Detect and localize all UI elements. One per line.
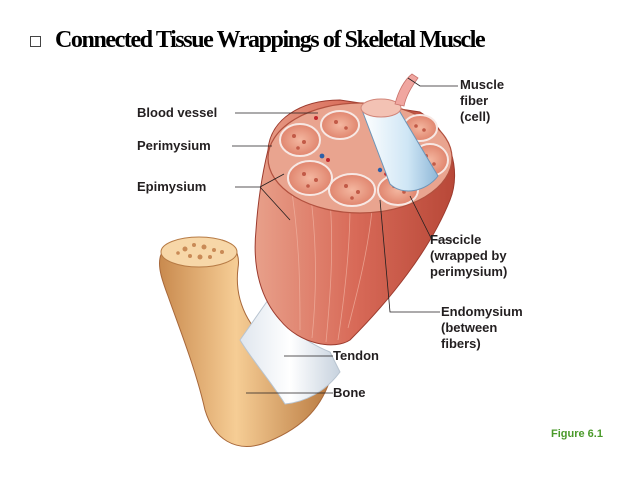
label-epimysium: Epimysium [137, 179, 207, 194]
label-muscle-fiber-line-1: Muscle [460, 77, 505, 92]
label-perimysium: Perimysium [137, 138, 211, 153]
label-tendon: Tendon [333, 348, 379, 363]
label-endomysium: Endomysium (between fibers) [441, 304, 523, 352]
label-fascicle-line-2: (wrapped by [430, 248, 507, 263]
muscle-fiber-shape [360, 73, 439, 192]
label-endomysium-line-1: Endomysium [441, 304, 523, 319]
label-fascicle-line-3: perimysium) [430, 264, 508, 279]
label-fascicle-line-1: Fascicle [430, 232, 482, 247]
bullet-square-icon [30, 36, 41, 47]
title-row: Connected Tissue Wrappings of Skeletal M… [30, 27, 486, 54]
label-endomysium-line-2: (between [441, 320, 498, 335]
slide-title: Connected Tissue Wrappings of Skeletal M… [55, 27, 486, 53]
label-bone: Bone [333, 385, 366, 400]
label-muscle-fiber-line-2: fiber [460, 93, 489, 108]
figure-caption: Figure 6.1 [551, 428, 603, 440]
label-endomysium-line-3: fibers) [441, 336, 481, 351]
label-muscle-fiber-line-3: (cell) [460, 109, 491, 124]
label-fascicle: Fascicle (wrapped by perimysium) [430, 232, 507, 280]
label-blood-vessel: Blood vessel [137, 105, 218, 120]
label-muscle-fiber: Muscle fiber (cell) [460, 77, 504, 125]
